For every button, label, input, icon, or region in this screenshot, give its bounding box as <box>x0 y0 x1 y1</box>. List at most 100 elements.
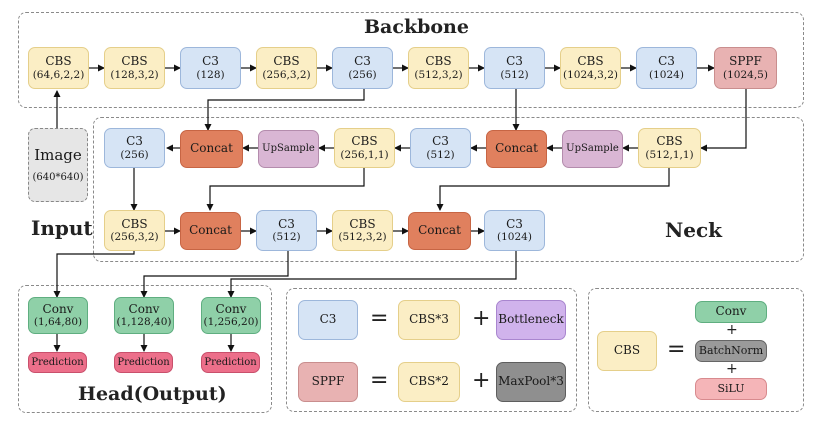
backbone-cbs-2: CBS (128,3,2) <box>104 47 165 89</box>
block-name: Concat <box>495 141 538 156</box>
block-params: (512,1,1) <box>645 148 694 161</box>
legend-label: BatchNorm <box>698 343 764 357</box>
head-conv-1: Conv (1,64,80) <box>28 297 88 334</box>
block-params: (1,256,20) <box>203 316 259 329</box>
legend-label: SiLU <box>717 381 745 395</box>
legend-cbs-plus-2: + <box>726 361 738 377</box>
legend-c3-equals: = <box>370 306 389 331</box>
legend-sppf-cbs2: CBS*2 <box>398 362 460 402</box>
head-label: Head(Output) <box>78 383 227 405</box>
head-conv-2: Conv (1,128,40) <box>114 297 174 334</box>
neck-c3-512-row2: C3 (512) <box>256 210 317 251</box>
block-params: (256,1,1) <box>340 148 389 161</box>
legend-cbs-box: CBS <box>597 331 657 371</box>
legend-label: SPPF <box>311 374 345 389</box>
legend-c3-sppf-region <box>286 288 577 412</box>
block-params: (256,3,2) <box>262 68 311 81</box>
neck-c3-1024: C3 (1024) <box>484 210 545 251</box>
legend-label: Conv <box>715 304 747 319</box>
backbone-label: Backbone <box>364 16 469 38</box>
block-name: UpSample <box>566 143 619 155</box>
legend-label: CBS*3 <box>409 312 449 327</box>
backbone-cbs-3: CBS (256,3,2) <box>256 47 317 89</box>
legend-sppf-box: SPPF <box>298 362 358 402</box>
legend-c3-cbs3: CBS*3 <box>398 300 460 340</box>
legend-bottleneck: Bottleneck <box>496 300 566 340</box>
legend-cbs-equals: = <box>667 337 686 362</box>
neck-concat-3: Concat <box>180 212 241 250</box>
block-name: C3 <box>506 54 523 69</box>
prediction-label: Prediction <box>117 356 170 368</box>
block-params: (1,64,80) <box>33 316 83 329</box>
backbone-c3-4: C3 (1024) <box>636 47 697 89</box>
block-params: (512) <box>272 231 301 244</box>
head-conv-3: Conv (1,256,20) <box>201 297 261 334</box>
head-prediction-3: Prediction <box>201 352 260 373</box>
backbone-region <box>18 12 804 108</box>
block-params: (512,3,2) <box>338 231 387 244</box>
legend-cbs-plus-1: + <box>726 322 738 338</box>
block-name: CBS <box>577 54 604 69</box>
block-name: CBS <box>45 54 72 69</box>
arrow <box>206 168 365 211</box>
block-name: Conv <box>42 301 74 316</box>
legend-label: Bottleneck <box>498 312 564 327</box>
backbone-cbs-4: CBS (512,3,2) <box>408 47 469 89</box>
legend-sppf-equals: = <box>370 368 389 393</box>
block-name: C3 <box>658 54 675 69</box>
legend-conv: Conv <box>695 301 767 323</box>
block-name: Concat <box>189 223 232 238</box>
block-params: (512) <box>500 68 529 81</box>
block-name: Concat <box>418 223 461 238</box>
block-params: (1024) <box>497 231 532 244</box>
legend-label: CBS <box>613 343 641 358</box>
block-params: (1024,5) <box>723 68 768 81</box>
backbone-sppf: SPPF (1024,5) <box>714 47 777 89</box>
legend-maxpool: MaxPool*3 <box>496 362 566 402</box>
legend-c3-plus: + <box>472 306 491 331</box>
arrow <box>436 168 670 211</box>
block-name: SPPF <box>729 54 762 69</box>
block-params: (256) <box>120 148 149 161</box>
block-params: (1024,3,2) <box>563 68 618 81</box>
backbone-c3-2: C3 (256) <box>332 47 393 89</box>
input-image: Image (640*640) <box>28 128 88 202</box>
block-name: C3 <box>354 54 371 69</box>
neck-upsample-2: UpSample <box>562 130 623 168</box>
block-params: (128,3,2) <box>110 68 159 81</box>
block-params: (1024) <box>649 68 684 81</box>
block-name: C3 <box>278 216 295 231</box>
legend-c3-box: C3 <box>298 300 358 340</box>
prediction-label: Prediction <box>204 356 257 368</box>
legend-sppf-plus: + <box>472 368 491 393</box>
block-name: CBS <box>121 216 148 231</box>
legend-label: MaxPool*3 <box>498 374 564 389</box>
block-name: C3 <box>202 54 219 69</box>
legend-label: C3 <box>319 312 337 327</box>
block-name: CBS <box>656 134 683 149</box>
backbone-c3-3: C3 (512) <box>484 47 545 89</box>
block-params: (512,3,2) <box>414 68 463 81</box>
block-name: C3 <box>126 134 143 149</box>
block-name: CBS <box>349 216 376 231</box>
block-name: CBS <box>425 54 452 69</box>
neck-cbs-256-1-1: CBS (256,1,1) <box>334 128 395 168</box>
backbone-cbs-5: CBS (1024,3,2) <box>560 47 621 89</box>
block-name: C3 <box>506 216 523 231</box>
block-name: CBS <box>121 54 148 69</box>
backbone-cbs-1: CBS (64,6,2,2) <box>28 47 89 89</box>
legend-label: CBS*2 <box>409 374 449 389</box>
neck-cbs-512-1-1: CBS (512,1,1) <box>638 128 701 168</box>
neck-c3-512-row1: C3 (512) <box>410 128 471 168</box>
arrow <box>227 251 517 298</box>
legend-batchnorm: BatchNorm <box>695 340 767 362</box>
head-prediction-2: Prediction <box>114 352 173 373</box>
neck-label: Neck <box>665 218 723 242</box>
prediction-label: Prediction <box>31 356 84 368</box>
arrow <box>204 88 365 131</box>
neck-cbs-256-3-2: CBS (256,3,2) <box>104 210 165 251</box>
block-name: UpSample <box>262 143 315 155</box>
backbone-c3-1: C3 (128) <box>180 47 241 89</box>
head-prediction-1: Prediction <box>28 352 87 373</box>
